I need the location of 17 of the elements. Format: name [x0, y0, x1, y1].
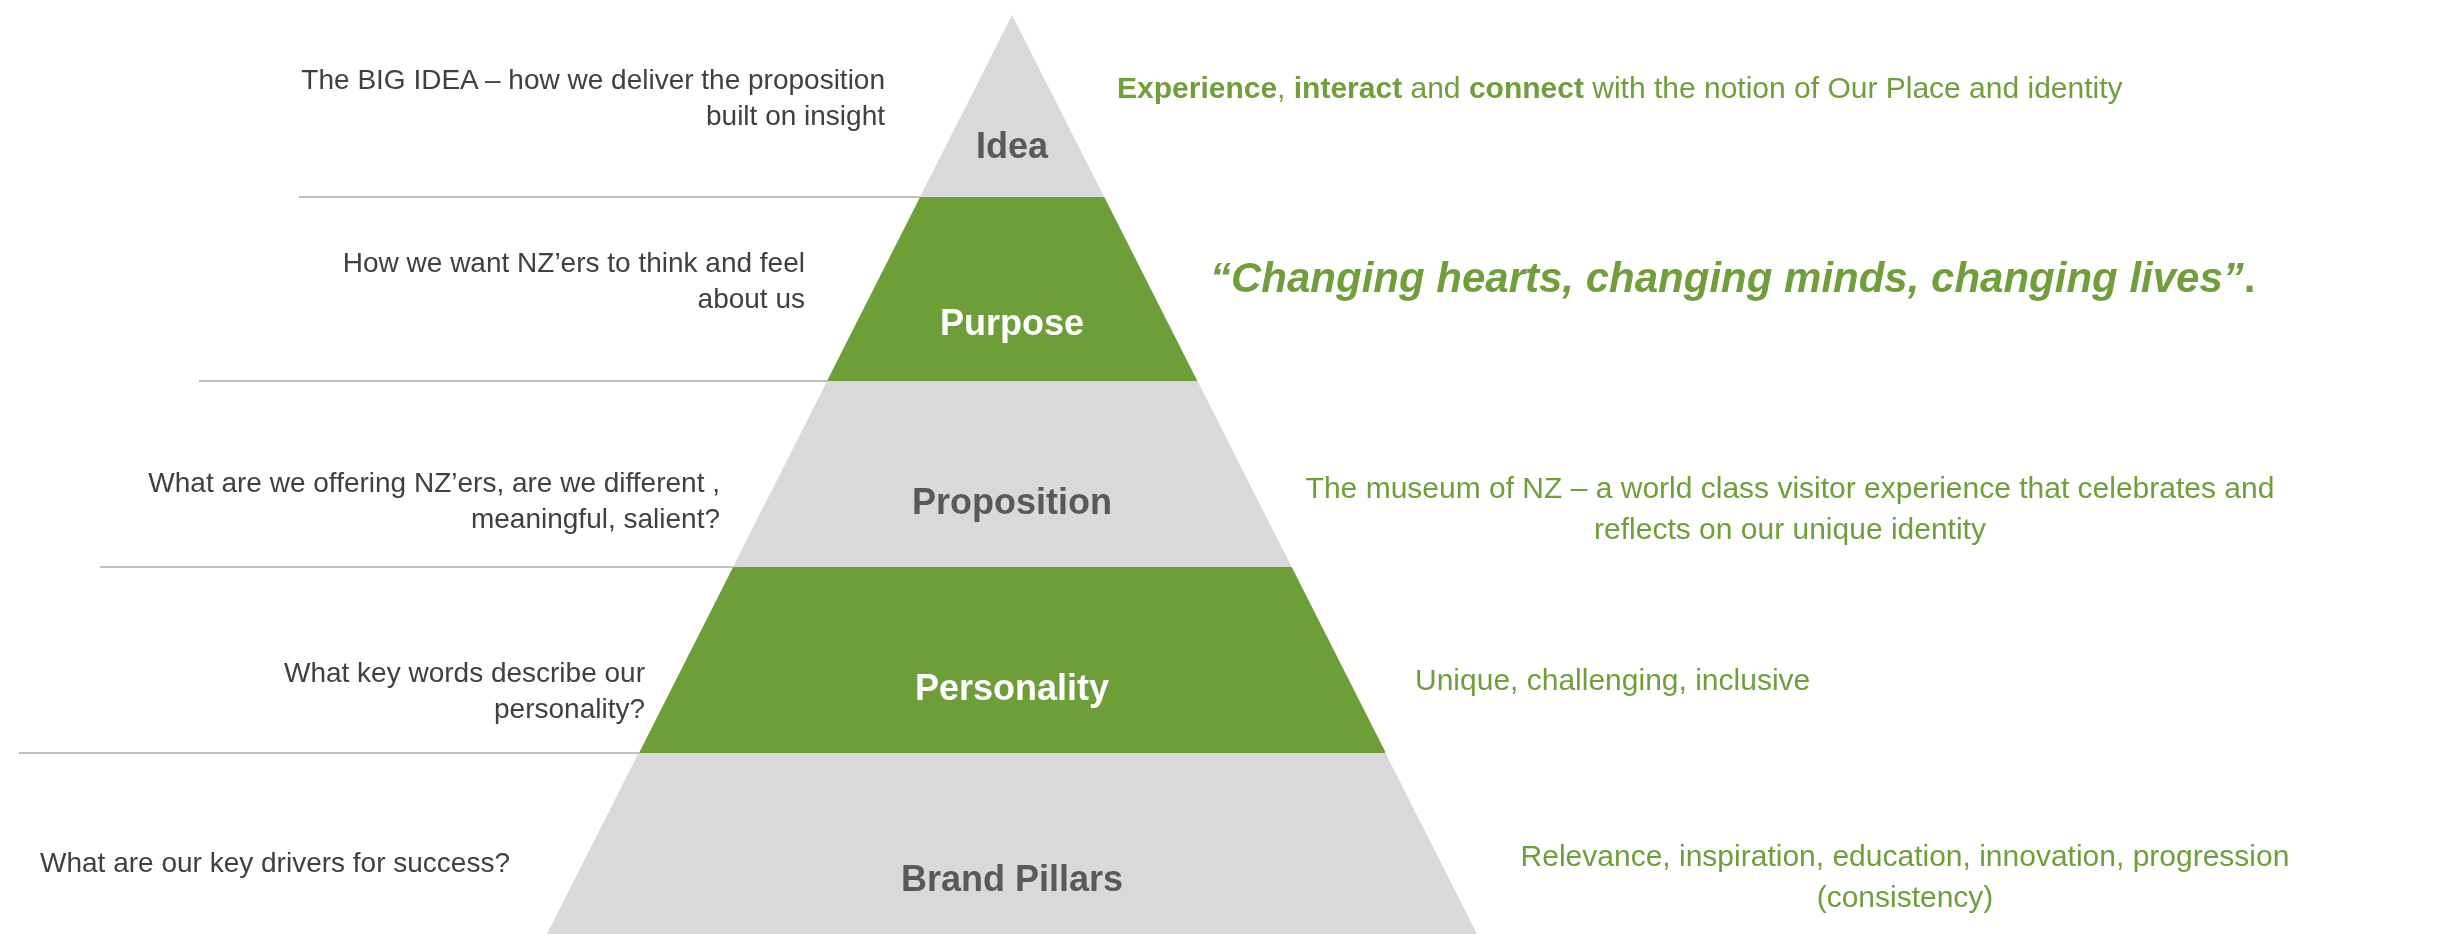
tier-question: What key words describe our personality?	[282, 656, 645, 727]
tier-description: The museum of NZ – a world class visitor experience that celebrates and reflects on our unique identity	[1304, 470, 2276, 547]
tier-question: What are we offering NZ’ers, are we different , meaningful, salient?	[147, 466, 720, 537]
tier-label: Idea	[974, 125, 1050, 167]
tier-question: How we want NZ’ers to think and feel about us	[341, 246, 805, 317]
tier-label: Purpose	[938, 302, 1085, 344]
tier-description: Relevance, inspiration, education, innovation, progression (consistency)	[1519, 838, 2291, 915]
pyramid-tier	[547, 753, 1477, 934]
tier-description: Unique, challenging, inclusive	[1415, 662, 1812, 698]
tier-label: Proposition	[911, 481, 1113, 523]
tier-label: Brand Pillars	[899, 858, 1125, 900]
tier-question: The BIG IDEA – how we deliver the proposition built on insight	[300, 63, 885, 134]
tier-question: What are our key drivers for success?	[40, 846, 510, 880]
tier-description: Experience, interact and connect with the notion of Our Place and identity	[1117, 70, 2124, 106]
pyramid-tier	[826, 197, 1198, 381]
tier-description: “Changing hearts, changing minds, changing lives”.	[1210, 253, 2257, 303]
pyramid-tier	[732, 381, 1292, 567]
